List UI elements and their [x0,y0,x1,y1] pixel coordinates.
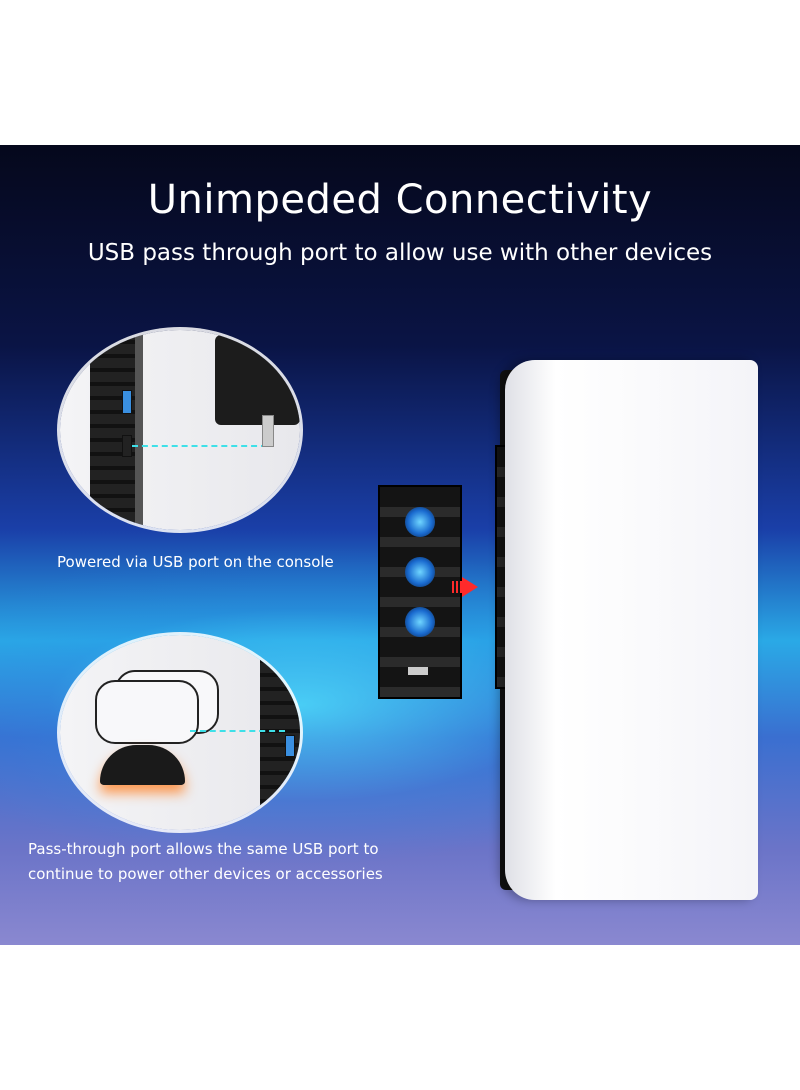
console-side-panel [505,360,758,900]
product-banner: Unimpeded Connectivity USB pass through … [0,145,800,945]
caption-line: continue to power other devices or acces… [28,865,383,883]
charging-dock [100,745,185,785]
subheadline: USB pass through port to allow use with … [87,240,713,266]
fan-icon [405,507,435,537]
connection-dash-line [132,445,267,447]
usb-c-port [122,435,132,457]
headline: Unimpeded Connectivity [147,177,653,223]
fan-icon [405,607,435,637]
console-vent [90,330,135,530]
cooling-fan-bracket [378,485,462,699]
connection-dash-line [190,730,285,732]
usb-port [285,735,295,757]
usb-port [122,390,132,414]
console-vent [260,635,300,830]
caption-pass-through: Pass-through port allows the same USB po… [28,837,383,887]
controller-image [95,680,199,744]
arrow-right-icon [462,577,478,597]
usb-plug [262,415,274,447]
arrow-tail [452,581,462,593]
usb-plug-housing [215,335,300,425]
caption-line: Pass-through port allows the same USB po… [28,840,379,858]
usb-power-detail-image [60,330,300,530]
usb-port [408,667,428,675]
pass-through-detail-image [60,635,300,830]
fan-icon [405,557,435,587]
caption-usb-power: Powered via USB port on the console [57,553,334,571]
